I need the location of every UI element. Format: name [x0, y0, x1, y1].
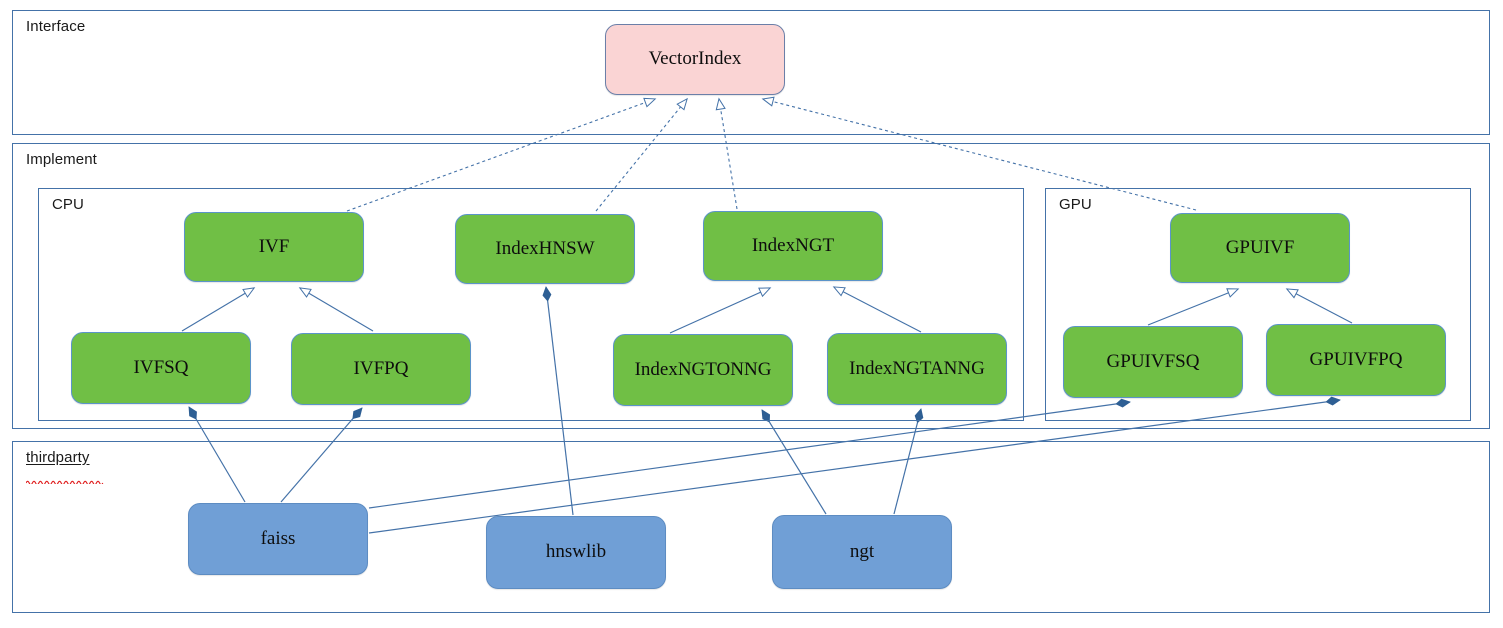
class-node-label: GPUIVFSQ — [1106, 350, 1200, 372]
class-node-label: IVFPQ — [353, 357, 409, 379]
class-node-label: hnswlib — [545, 541, 607, 563]
package-label-gpu: GPU — [1059, 196, 1092, 213]
package-frame-implement — [12, 143, 1490, 429]
package-label-interface: Interface — [26, 18, 86, 35]
package-frame-interface — [12, 10, 1490, 135]
class-node-label: IndexNGTONNG — [634, 358, 772, 380]
class-node-label: IndexHNSW — [495, 237, 595, 259]
class-node-indexhnsw[interactable]: IndexHNSW — [455, 214, 635, 284]
class-node-indexngt[interactable]: IndexNGT — [703, 211, 883, 281]
package-label-cpu: CPU — [52, 196, 84, 213]
class-node-label: faiss — [260, 527, 296, 549]
class-node-label: VectorIndex — [648, 48, 742, 70]
class-node-ivf[interactable]: IVF — [184, 212, 364, 282]
class-node-label: ngt — [849, 540, 875, 562]
package-frame-cpu — [38, 188, 1024, 421]
class-node-label: IndexNGTANNG — [849, 357, 985, 379]
class-node-indexngtonng[interactable]: IndexNGTONNG — [613, 334, 793, 406]
class-node-label: IVFSQ — [133, 356, 189, 378]
class-node-gpuivf[interactable]: GPUIVF — [1170, 213, 1350, 283]
class-node-indexngtanng[interactable]: IndexNGTANNG — [827, 333, 1007, 405]
class-node-label: IndexNGT — [751, 234, 835, 256]
class-node-label: GPUIVF — [1225, 236, 1295, 258]
class-node-ngt[interactable]: ngt — [772, 515, 952, 589]
class-node-faiss[interactable]: faiss — [188, 503, 368, 575]
package-frame-gpu — [1045, 188, 1471, 421]
package-label-thirdparty: thirdparty — [26, 449, 90, 466]
class-node-hnswlib[interactable]: hnswlib — [486, 516, 666, 589]
class-node-gpuivfpq[interactable]: GPUIVFPQ — [1266, 324, 1446, 396]
class-node-ivfsq[interactable]: IVFSQ — [71, 332, 251, 404]
class-node-vectorindex[interactable]: VectorIndex — [605, 24, 785, 95]
class-node-label: IVF — [258, 235, 290, 257]
class-node-gpuivfsq[interactable]: GPUIVFSQ — [1063, 326, 1243, 398]
package-frame-thirdparty — [12, 441, 1490, 613]
class-node-ivfpq[interactable]: IVFPQ — [291, 333, 471, 405]
package-label-implement: Implement — [26, 151, 97, 168]
class-node-label: GPUIVFPQ — [1309, 348, 1403, 370]
